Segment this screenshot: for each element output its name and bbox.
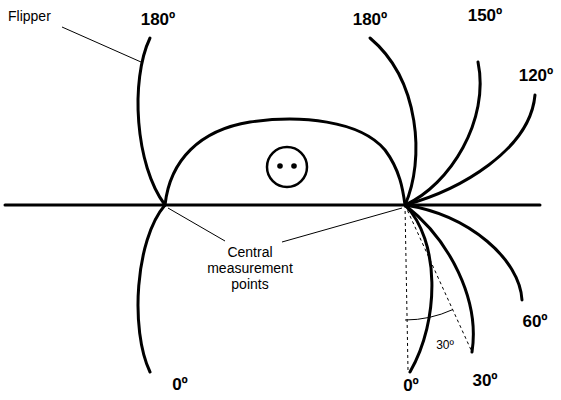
eye-dot <box>291 163 297 169</box>
leader-line <box>282 208 402 242</box>
flipper-outline <box>138 38 165 205</box>
flipper-outline <box>405 205 432 372</box>
angle-label: 180º <box>141 10 176 30</box>
angle-arc <box>405 310 453 320</box>
angle-label: 60º <box>522 312 547 332</box>
callout-label: Central measurement points <box>203 244 298 292</box>
angle-label: 150º <box>468 6 503 26</box>
angle-label: 30º <box>436 339 454 353</box>
flipper-outline <box>405 95 535 205</box>
angle-label: 180º <box>353 10 388 30</box>
flipper-outline <box>370 38 416 205</box>
angle-label: 0º <box>172 375 188 395</box>
head-circle <box>267 147 307 187</box>
dashed-guide <box>405 205 408 370</box>
dashed-guide <box>405 205 472 352</box>
leader-line <box>62 27 141 62</box>
eye-dot <box>277 163 283 169</box>
angle-label: 120º <box>519 66 554 86</box>
flipper-outline <box>405 205 473 352</box>
body-outline <box>165 119 405 205</box>
angle-label: 0º <box>403 376 419 396</box>
baseline <box>5 204 540 207</box>
flipper-outline <box>138 205 165 372</box>
angle-label: 30º <box>472 371 497 391</box>
leader-line <box>168 208 225 241</box>
flipper-outline <box>405 62 480 205</box>
part-label: Flipper <box>8 8 51 24</box>
